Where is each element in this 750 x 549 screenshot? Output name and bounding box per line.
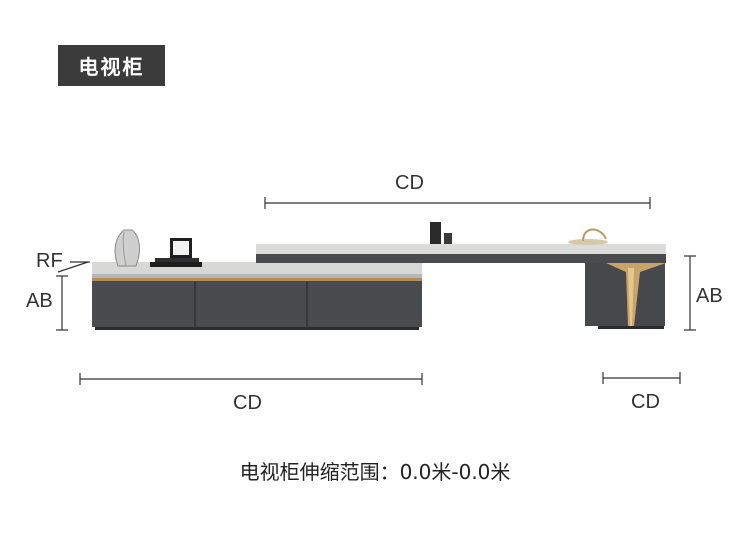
top-width-dimension-line [264, 197, 651, 209]
upper-marble-top [256, 244, 666, 254]
thickness-leader-line [57, 261, 90, 273]
vase-decor [114, 229, 140, 267]
right-cabinet-body [585, 263, 665, 326]
left-height-dimension-line [56, 275, 68, 331]
top-thickness-label: RF [36, 250, 63, 272]
book-stack-decor [150, 238, 202, 267]
upper-top [256, 244, 666, 263]
bottom-right-width-label: CD [631, 391, 660, 413]
right-gold-accent [606, 263, 666, 326]
left-cabinet [92, 262, 422, 330]
left-height-label: AB [26, 290, 53, 312]
upper-dark-edge [256, 254, 666, 263]
left-marble-top [92, 262, 422, 276]
right-height-dimension-line [684, 255, 696, 331]
basket-decor [568, 228, 608, 245]
extension-range-caption: 电视柜伸缩范围：0.0米-0.0米 [239, 460, 511, 484]
top-width-label: CD [395, 172, 424, 194]
cup-decor [430, 222, 452, 244]
bottom-left-dimension-line [79, 373, 423, 385]
bottom-right-dimension-line [602, 372, 681, 384]
left-gold-strip [92, 278, 422, 281]
right-cabinet [585, 263, 666, 329]
bottom-left-width-label: CD [233, 392, 262, 414]
right-height-label: AB [696, 285, 723, 307]
left-cabinet-body [92, 281, 422, 327]
product-tag: 电视柜 [58, 45, 165, 86]
